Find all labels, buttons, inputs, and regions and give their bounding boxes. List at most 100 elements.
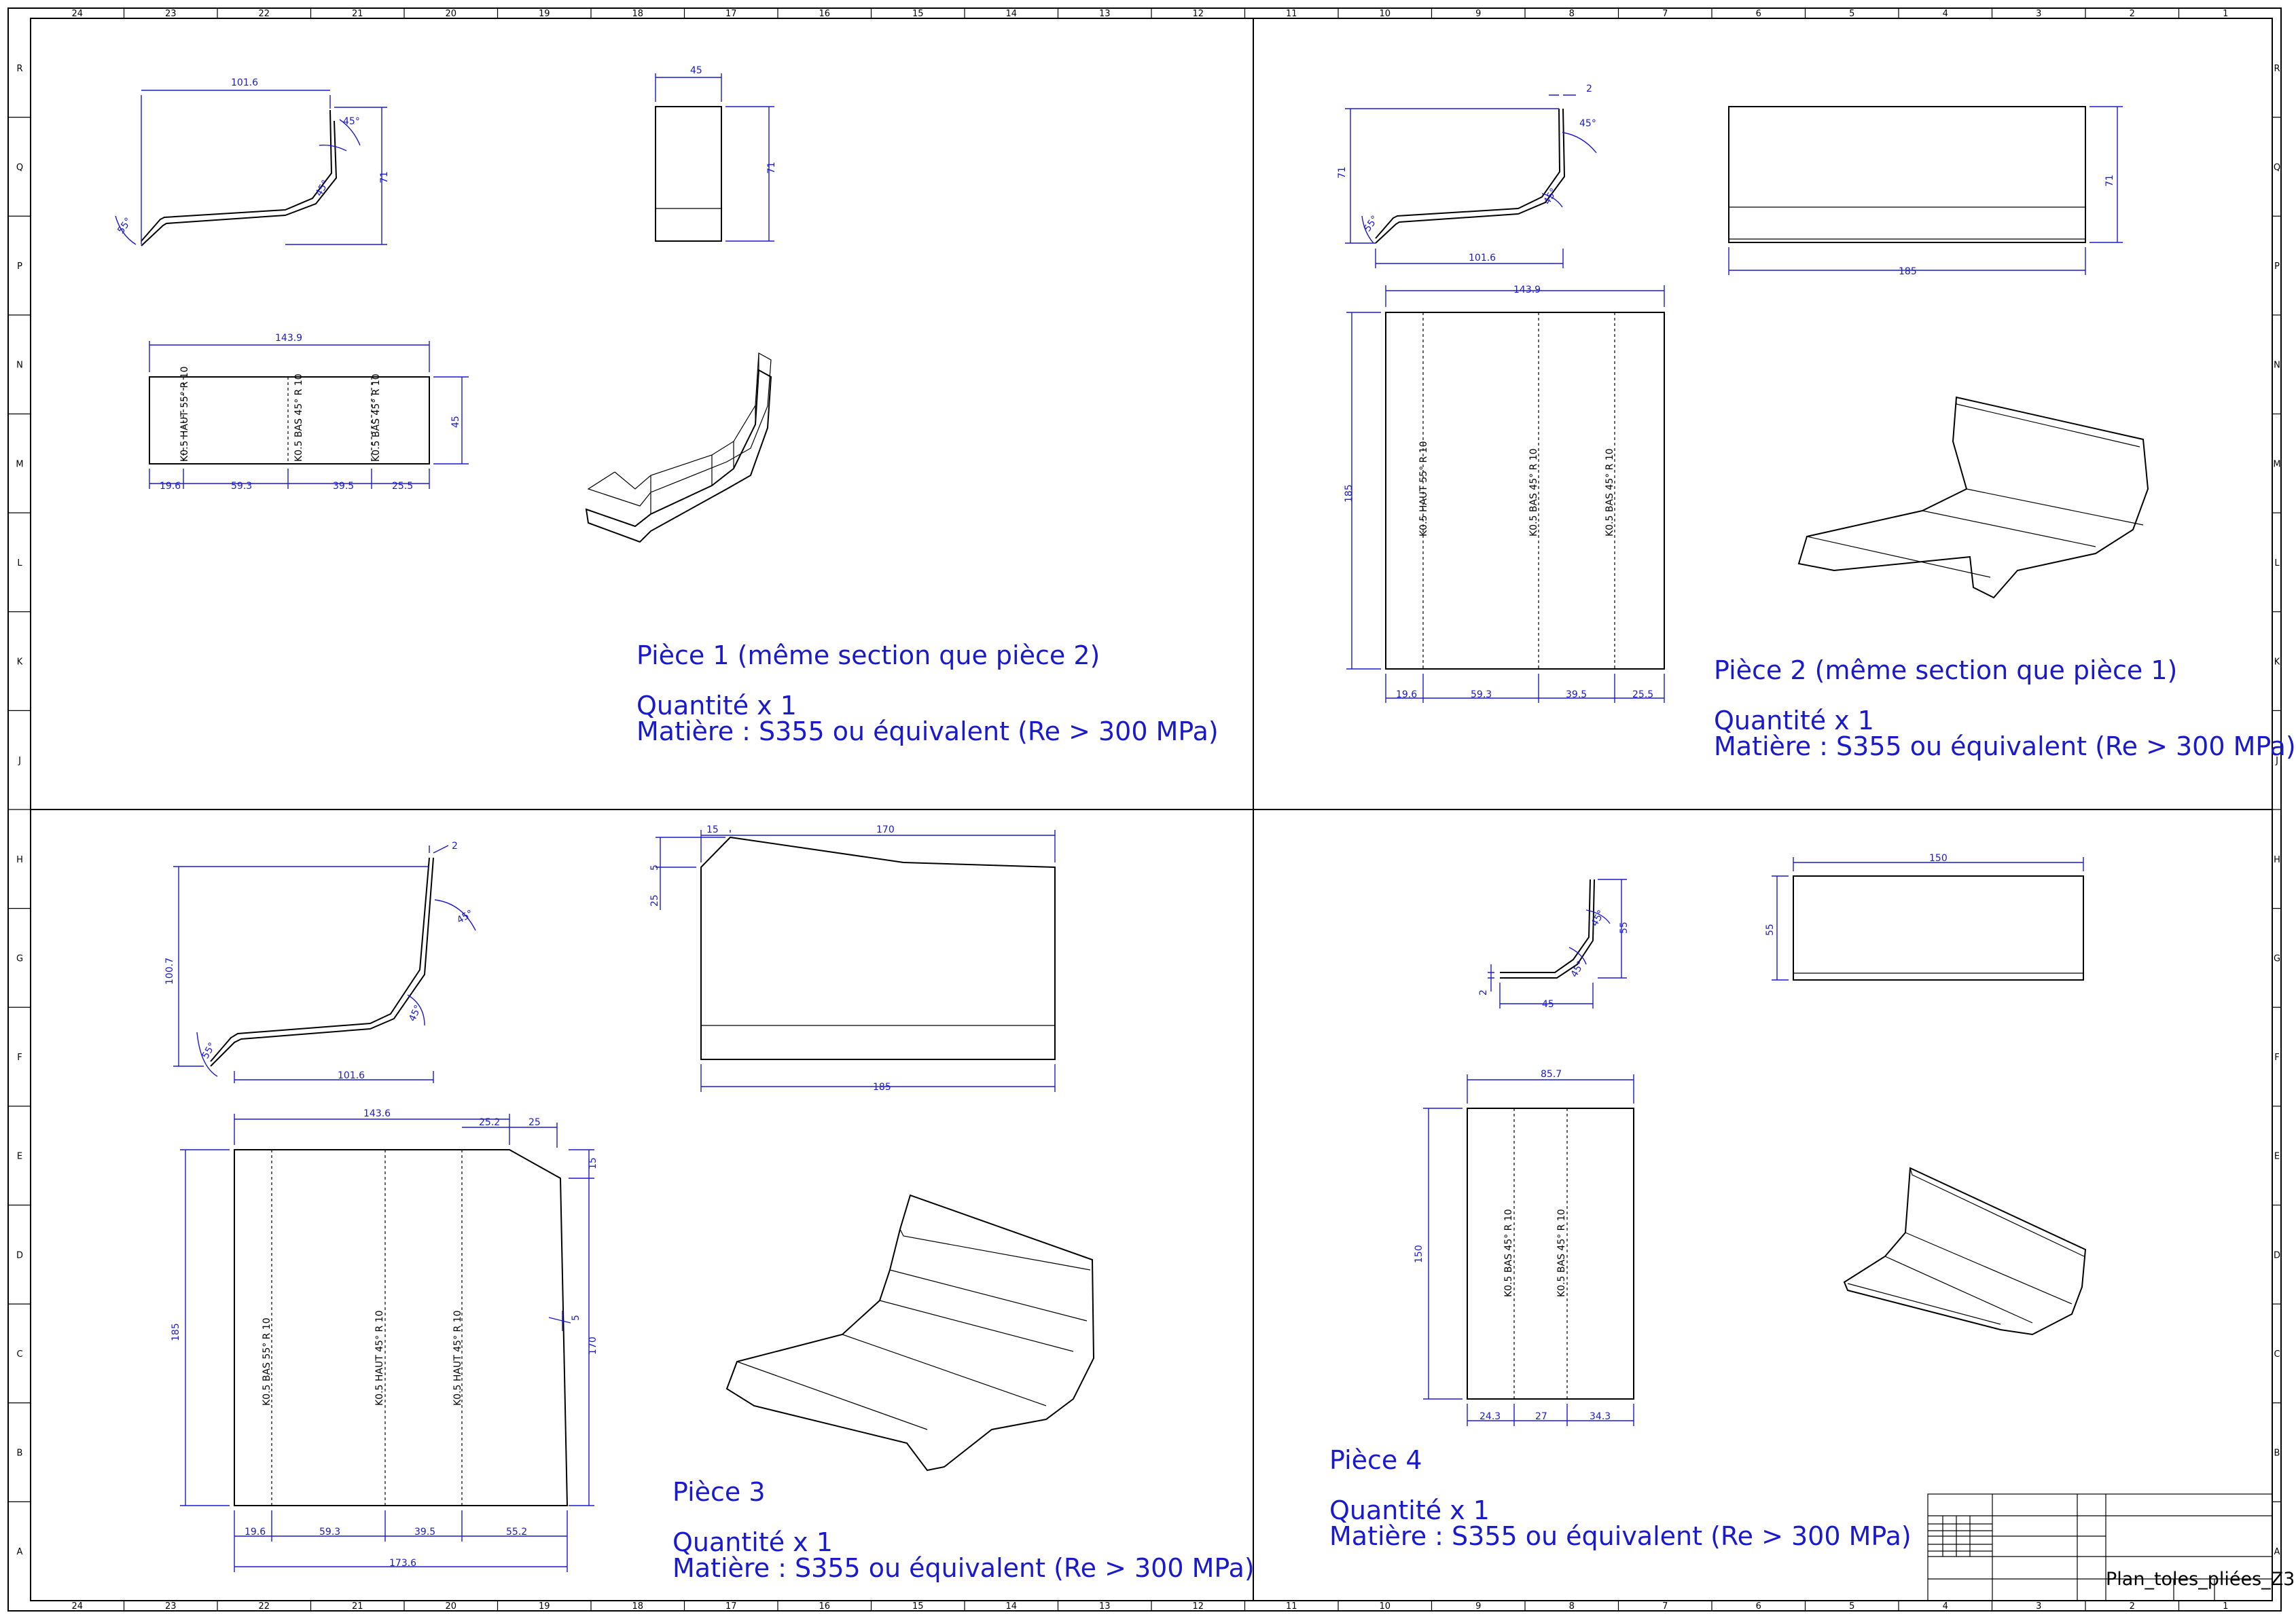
p4-seg-3: 34.3: [1590, 1411, 1611, 1422]
p3-flat-right-b: 170: [588, 1336, 598, 1355]
piece-4-profile-view: 45 55 2 45° 45°: [1478, 879, 1630, 1010]
piece-4-quantity: Quantité x 1: [1329, 1495, 1490, 1525]
p2-seg-3: 39.5: [1566, 689, 1587, 700]
zone-col-top-24: 24: [71, 9, 83, 19]
zone-col-top-18: 18: [632, 9, 643, 19]
piece-3-note: Pièce 3 Quantité x 1 Matière : S355 ou é…: [672, 1479, 1255, 1581]
piece-1-flat-pattern: 143.9 45 19.6 59.3 39.5 25.5 K0.5 HAUT 5…: [149, 333, 469, 492]
p1-dim-height: 71: [379, 171, 390, 183]
p2-angle-top: 45°: [1579, 118, 1596, 129]
zone-col-bottom-5: 5: [1849, 1601, 1854, 1612]
p2-angle-low: 55°: [1362, 214, 1380, 234]
p3-seg-1: 19.6: [245, 1527, 266, 1538]
piece-3-flat-pattern: 143.6 25.2 25 15 170 5 185 173.6 19.6 59…: [171, 1108, 598, 1572]
zone-col-bottom-2: 2: [2130, 1601, 2135, 1612]
p4-dim-height: 55: [1619, 922, 1630, 934]
zone-col-bottom-13: 13: [1099, 1601, 1111, 1612]
zone-row-left-L: L: [17, 558, 22, 568]
zone-row-left-M: M: [16, 459, 23, 469]
p4-seg-2: 27: [1535, 1411, 1547, 1422]
piece-1-front-view: 45 71: [655, 65, 777, 242]
p2-seg-4: 25.5: [1632, 689, 1653, 700]
p1-seg-1: 19.6: [160, 481, 181, 492]
p3-front-top-a: 15: [706, 824, 719, 835]
zone-col-top-14: 14: [1005, 9, 1017, 19]
zone-col-bottom-6: 6: [1756, 1601, 1761, 1612]
p2-front-height: 71: [2104, 175, 2115, 187]
p3-dim-height: 100.7: [164, 958, 175, 985]
p2-bend-note-2: K0.5 BAS 45° R 10: [1528, 448, 1539, 536]
zone-row-right-E: E: [2274, 1152, 2280, 1162]
zone-row-right-Q: Q: [2274, 162, 2280, 172]
zone-col-top-9: 9: [1475, 9, 1481, 19]
p3-front-side-b: 25: [649, 894, 660, 907]
p1-flat-width: 45: [450, 416, 461, 428]
zone-col-top-21: 21: [352, 9, 363, 19]
zone-col-top-10: 10: [1379, 9, 1391, 19]
zone-col-top-20: 20: [445, 9, 456, 19]
piece-3-iso-view: [725, 1194, 1095, 1472]
zone-col-bottom-17: 17: [725, 1601, 737, 1612]
zone-col-top-8: 8: [1569, 9, 1575, 19]
piece-1-profile-view: 101.6 71 45° 45° 55°: [115, 77, 390, 247]
p2-flat-width: 185: [1344, 484, 1355, 503]
p1-flat-length: 143.9: [275, 333, 302, 344]
p3-dim-thickness: 2: [452, 841, 458, 852]
zone-col-bottom-19: 19: [539, 1601, 550, 1612]
zone-row-right-N: N: [2274, 361, 2280, 371]
p2-bend-note-1: K0.5 HAUT 55° R 10: [1418, 441, 1429, 536]
p2-flat-length: 143.9: [1513, 285, 1541, 295]
piece-1-title: Pièce 1 (même section que pièce 2): [636, 640, 1100, 670]
p3-flat-top-a: 25.2: [479, 1117, 500, 1128]
zone-row-left-P: P: [17, 261, 22, 272]
p4-front-width: 150: [1929, 853, 1948, 864]
zone-col-top-1: 1: [2223, 9, 2228, 19]
piece-1-iso-view: [585, 352, 772, 543]
zone-col-top-13: 13: [1099, 9, 1111, 19]
p1-angle-mid: 45°: [314, 178, 331, 198]
p1-dim-width: 101.6: [231, 77, 258, 88]
piece-3-quantity: Quantité x 1: [672, 1527, 833, 1557]
p3-bend-note-1: K0.5 BAS 55° R 10: [262, 1317, 272, 1406]
zone-col-bottom-12: 12: [1192, 1601, 1204, 1612]
zone-col-bottom-23: 23: [165, 1601, 177, 1612]
piece-2-material: Matière : S355 ou équivalent (Re > 300 M…: [1714, 731, 2296, 761]
zone-col-top-5: 5: [1849, 9, 1854, 19]
p3-seg-3: 39.5: [414, 1527, 435, 1538]
piece-4-flat-pattern: 85.7 150 24.3 27 34.3 K0.5 BAS 45° R 10 …: [1414, 1069, 1634, 1426]
zone-row-left-A: A: [17, 1547, 23, 1557]
piece-2-iso-view: [1797, 396, 2149, 599]
zone-row-right-B: B: [2274, 1449, 2280, 1459]
p4-angle-a: 45°: [1569, 959, 1587, 979]
p4-flat-length: 85.7: [1541, 1069, 1562, 1080]
p1-front-height: 71: [766, 162, 777, 174]
zone-col-bottom-7: 7: [1662, 1601, 1668, 1612]
p3-seg-2: 59.3: [319, 1527, 340, 1538]
p3-angle-top: 45°: [455, 908, 476, 926]
zone-col-bottom-14: 14: [1005, 1601, 1017, 1612]
zone-row-right-H: H: [2274, 855, 2280, 865]
zone-row-right-G: G: [2274, 953, 2280, 964]
p3-flat-total: 173.6: [389, 1558, 416, 1569]
zone-labels: 2424232322222121202019191818171716161515…: [8, 8, 2281, 1612]
zone-col-bottom-11: 11: [1286, 1601, 1297, 1612]
p3-front-side-a: 5: [649, 865, 660, 871]
zone-col-bottom-10: 10: [1379, 1601, 1391, 1612]
zone-col-top-2: 2: [2130, 9, 2135, 19]
zone-row-left-D: D: [16, 1250, 23, 1260]
p3-flat-height: 185: [171, 1323, 181, 1341]
zone-row-left-J: J: [18, 756, 21, 766]
zone-row-right-M: M: [2273, 459, 2280, 469]
p4-bend-note-1: K0.5 BAS 45° R 10: [1503, 1209, 1514, 1297]
zone-row-left-H: H: [16, 855, 23, 865]
piece-2-note: Pièce 2 (même section que pièce 1) Quant…: [1714, 657, 2296, 759]
piece-3-title: Pièce 3: [672, 1477, 766, 1507]
zone-col-bottom-4: 4: [1943, 1601, 1948, 1612]
piece-4-iso-view: [1843, 1167, 2087, 1336]
zone-col-top-11: 11: [1286, 9, 1297, 19]
p4-front-height: 55: [1765, 924, 1776, 936]
piece-3-material: Matière : S355 ou équivalent (Re > 300 M…: [672, 1553, 1255, 1583]
p3-flat-top-b: 25: [528, 1117, 541, 1128]
zone-row-right-F: F: [2274, 1053, 2279, 1063]
